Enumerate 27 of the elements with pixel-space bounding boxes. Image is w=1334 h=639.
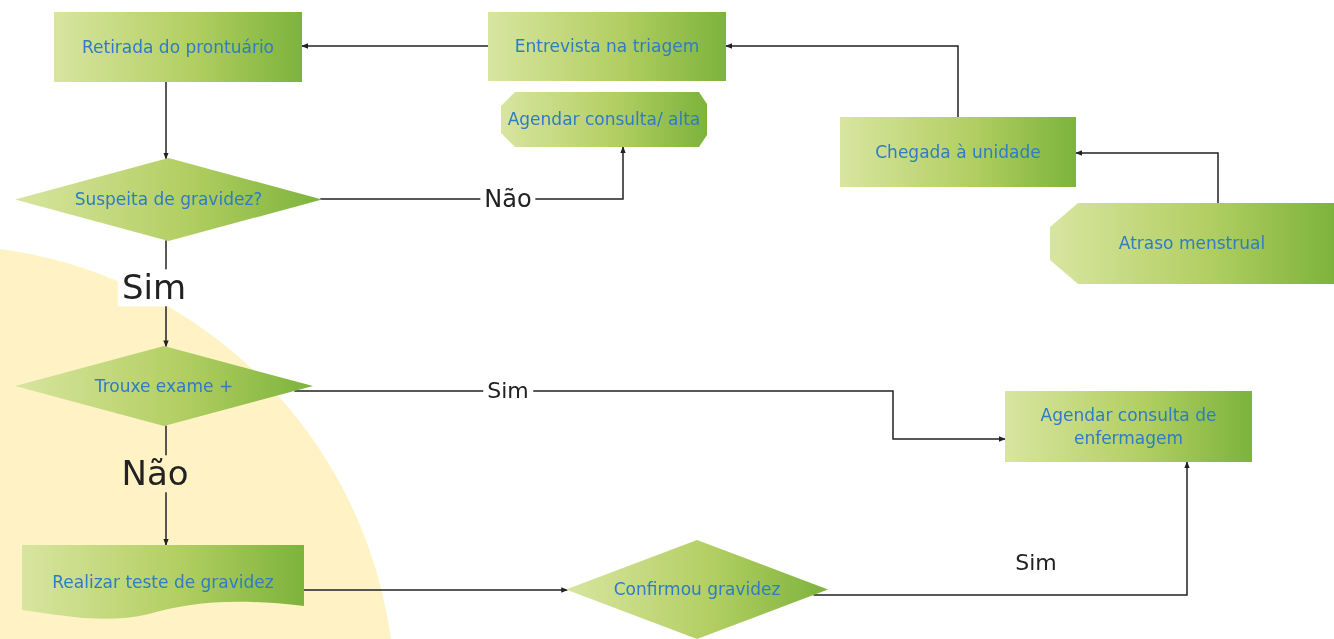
arrow xyxy=(303,587,569,593)
process-box xyxy=(54,12,302,82)
decision-diamond xyxy=(15,346,313,426)
arrow xyxy=(1075,150,1219,204)
node-label: Realizar teste de gravidez xyxy=(51,571,275,594)
arrow xyxy=(725,43,959,118)
decision-diamond xyxy=(566,540,828,639)
node-label: Confirmou gravidez xyxy=(612,578,782,601)
node-label: Chegada à unidade xyxy=(874,140,1042,164)
process-box xyxy=(1005,391,1252,462)
node-label: Entrevista na triagem xyxy=(513,35,701,58)
arrow xyxy=(812,461,1190,596)
node-label: Agendar consulta de enfermagem xyxy=(1039,404,1218,449)
terminal-box xyxy=(501,92,707,147)
arrow xyxy=(301,43,489,49)
node-label: Agendar consulta/ alta xyxy=(506,108,702,131)
node-label: Atraso menstrual xyxy=(1117,232,1267,255)
node-label: Retirada do prontuário xyxy=(80,35,276,59)
node-label: Suspeita de gravidez? xyxy=(73,188,264,211)
decision-diamond xyxy=(15,158,322,241)
arrow xyxy=(293,390,1006,442)
start-box xyxy=(1050,203,1334,284)
process-box xyxy=(488,12,726,81)
arrow xyxy=(163,81,169,160)
document-box xyxy=(22,545,304,620)
process-box xyxy=(840,117,1076,187)
node-label: Trouxe exame + xyxy=(93,374,235,398)
